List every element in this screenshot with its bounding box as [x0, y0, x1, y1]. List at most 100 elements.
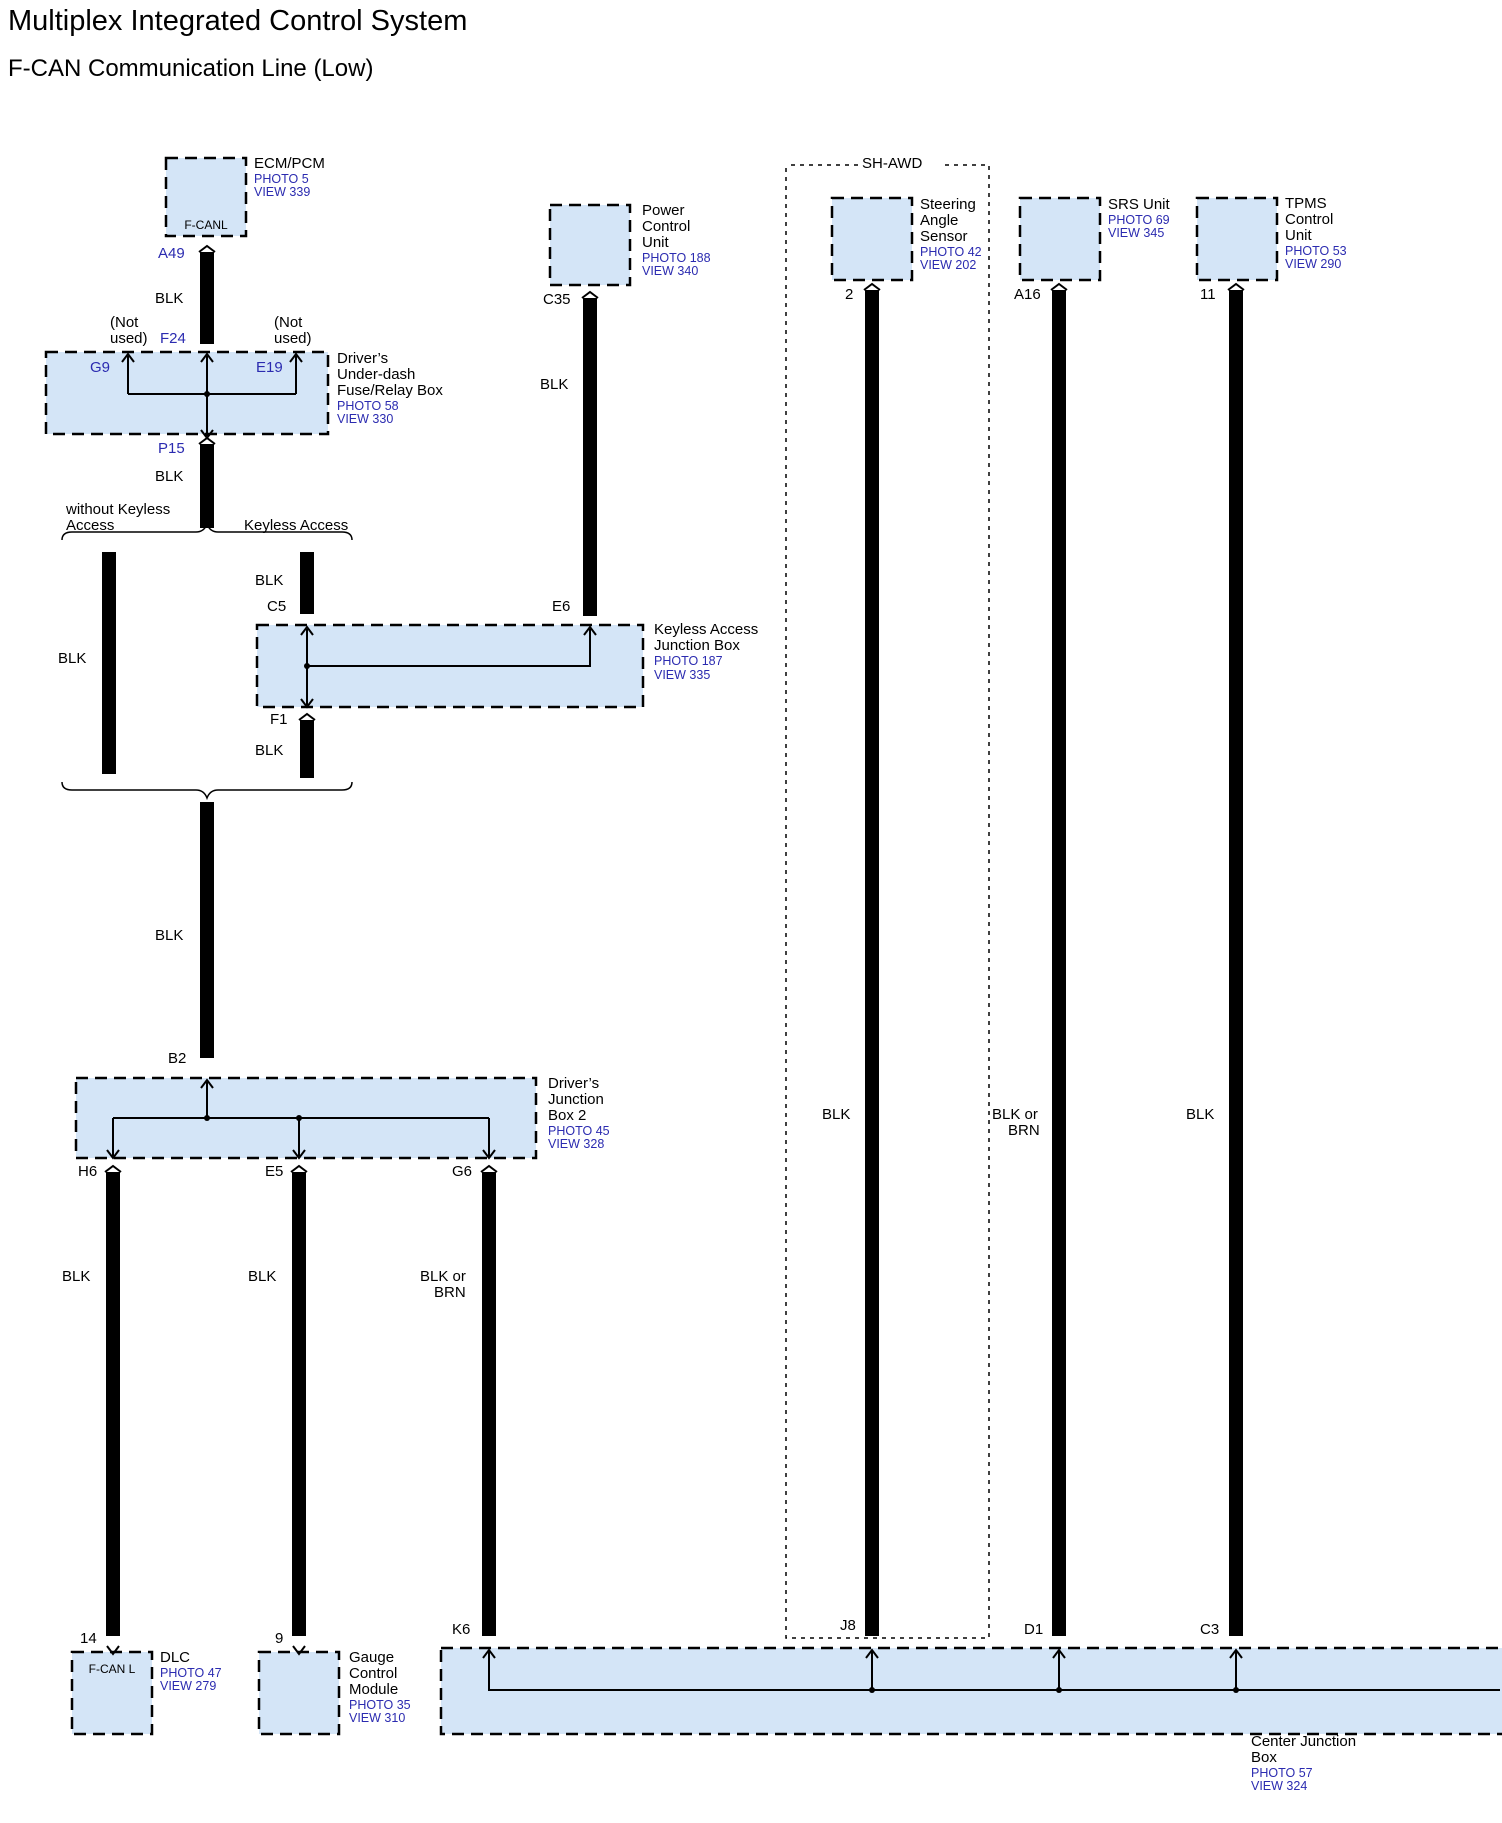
- pcu-name-1: Power: [642, 202, 685, 219]
- pcu-view: VIEW 340: [642, 264, 698, 278]
- wire-h6-dlc: [106, 1172, 120, 1636]
- wire-color-blk: BLK: [1186, 1106, 1214, 1123]
- fusebox-name-2: Under-dash: [337, 366, 415, 383]
- cjb-photo: PHOTO 57: [1251, 1766, 1313, 1780]
- terminal-marks: [104, 244, 1245, 1173]
- wire-color-blk: BLK: [255, 572, 283, 589]
- fusebox-photo: PHOTO 58: [337, 399, 399, 413]
- without-keyless-2: Access: [66, 517, 114, 534]
- gauge-name-1: Gauge: [349, 1649, 394, 1666]
- pin-c35: C35: [543, 291, 571, 308]
- wire-color-blk: BLK: [540, 376, 568, 393]
- pin-g6: G6: [452, 1163, 472, 1180]
- sh-awd-label: SH-AWD: [862, 155, 922, 172]
- not-used-left-2: used): [110, 330, 148, 347]
- ecm-view: VIEW 339: [254, 185, 310, 199]
- dlc-photo: PHOTO 47: [160, 1666, 222, 1680]
- page-subtitle: F-CAN Communication Line (Low): [8, 55, 374, 82]
- steering-angle-sensor: Steering Angle Sensor PHOTO 42 VIEW 202 …: [822, 196, 982, 1123]
- dlc: F-CAN L 14 DLC PHOTO 47 VIEW 279: [70, 1630, 222, 1736]
- keyless-access-junction-box: C5 E6 F1 Keyless Access Junction Box PHO…: [255, 598, 758, 728]
- branch-labels: without Keyless Access Keyless Access BL…: [58, 501, 348, 759]
- pin-d1: D1: [1024, 1621, 1043, 1638]
- keyless-box-name-1: Keyless Access: [654, 621, 758, 638]
- tpms-view: VIEW 290: [1285, 257, 1341, 271]
- dlc-inner-label: F-CAN L: [89, 1662, 136, 1676]
- wire-srs-cjb: [1052, 290, 1066, 1636]
- tpms-name-3: Unit: [1285, 227, 1313, 244]
- pin-k6: K6: [452, 1621, 470, 1638]
- under-dash-fuse-relay-box: (Not used) (Not used) F24 G9 E19 Driver’…: [44, 314, 443, 485]
- pin-e5: E5: [265, 1163, 283, 1180]
- djb2-name-3: Box 2: [548, 1107, 586, 1124]
- srs-view: VIEW 345: [1108, 226, 1164, 240]
- pin-h6: H6: [78, 1163, 97, 1180]
- steering-name-3: Sensor: [920, 228, 968, 245]
- pin-14: 14: [80, 1630, 97, 1647]
- pin-e19: E19: [256, 359, 283, 376]
- pin-c3: C3: [1200, 1621, 1219, 1638]
- pin-a49: A49: [158, 245, 185, 262]
- gauge-control-module: 9 Gauge Control Module PHOTO 35 VIEW 310: [257, 1630, 411, 1736]
- djb2-name-2: Junction: [548, 1091, 604, 1108]
- wire-color-blk: BLK: [62, 1268, 90, 1285]
- gauge-photo: PHOTO 35: [349, 1698, 411, 1712]
- wire-without-keyless: [102, 552, 116, 774]
- pin-f24: F24: [160, 330, 186, 347]
- power-control-unit: Power Control Unit PHOTO 188 VIEW 340 C3…: [540, 202, 711, 393]
- not-used-right-1: (Not: [274, 314, 303, 331]
- djb2-name-1: Driver’s: [548, 1075, 599, 1092]
- page-title: Multiplex Integrated Control System: [8, 5, 468, 37]
- dlc-name: DLC: [160, 1649, 190, 1666]
- pin-j8: J8: [840, 1617, 856, 1634]
- pin-11: 11: [1200, 286, 1216, 303]
- srs-unit: SRS Unit PHOTO 69 VIEW 345 A16 BLK or BR…: [992, 196, 1171, 1139]
- wire-g6-cjb: [482, 1172, 496, 1636]
- wire-color-blk: BLK: [155, 927, 183, 944]
- wire-keyless-out: [300, 720, 314, 778]
- cjb-view: VIEW 324: [1251, 1779, 1307, 1793]
- wire-e5-gauge: [292, 1172, 306, 1636]
- tpms-control-unit: TPMS Control Unit PHOTO 53 VIEW 290 11 B…: [1186, 195, 1347, 1123]
- gauge-view: VIEW 310: [349, 1711, 405, 1725]
- steering-photo: PHOTO 42: [920, 245, 982, 259]
- gauge-name-3: Module: [349, 1681, 398, 1698]
- wire-color-blk: BLK: [58, 650, 86, 667]
- tpms-name-2: Control: [1285, 211, 1333, 228]
- wire-color-blk: BLK: [255, 742, 283, 759]
- tpms-photo: PHOTO 53: [1285, 244, 1347, 258]
- ecm-name: ECM/PCM: [254, 155, 325, 172]
- pin-e6: E6: [552, 598, 570, 615]
- wire-merge-djb2: [200, 802, 214, 1058]
- without-keyless-1: without Keyless: [65, 501, 170, 518]
- wire-pcu-keyless: [583, 298, 597, 616]
- wire-ecm-fusebox: [200, 252, 214, 344]
- fusebox-view: VIEW 330: [337, 412, 393, 426]
- pcu-photo: PHOTO 188: [642, 251, 711, 265]
- ecm-photo: PHOTO 5: [254, 172, 309, 186]
- pin-c5: C5: [267, 598, 286, 615]
- ecm-inner-label: F-CANL: [184, 218, 228, 232]
- branch-brackets: [61, 521, 353, 801]
- not-used-right-2: used): [274, 330, 312, 347]
- srs-photo: PHOTO 69: [1108, 213, 1170, 227]
- pin-9: 9: [275, 1630, 283, 1647]
- djb2-photo: PHOTO 45: [548, 1124, 610, 1138]
- wire-color-blk-or-brn-1: BLK or: [420, 1268, 466, 1285]
- pin-b2: B2: [168, 1050, 186, 1067]
- wire-color-blk: BLK: [248, 1268, 276, 1285]
- djb2-view: VIEW 328: [548, 1137, 604, 1151]
- cjb-name-1: Center Junction: [1251, 1733, 1356, 1750]
- gauge-name-2: Control: [349, 1665, 397, 1682]
- wire-color-blk: BLK: [155, 290, 183, 307]
- fusebox-name-3: Fuse/Relay Box: [337, 382, 443, 399]
- pcu-name-3: Unit: [642, 234, 670, 251]
- center-junction-box: K6 J8 D1 C3 Center Junction Box PHOTO 57…: [439, 1617, 1502, 1793]
- pin-p15: P15: [158, 440, 185, 457]
- pcu-name-2: Control: [642, 218, 690, 235]
- tpms-name-1: TPMS: [1285, 195, 1327, 212]
- wire-color-blk-or-brn-1: BLK or: [992, 1106, 1038, 1123]
- srs-name: SRS Unit: [1108, 196, 1171, 213]
- wire-color-blk-or-brn-2: BRN: [434, 1284, 466, 1301]
